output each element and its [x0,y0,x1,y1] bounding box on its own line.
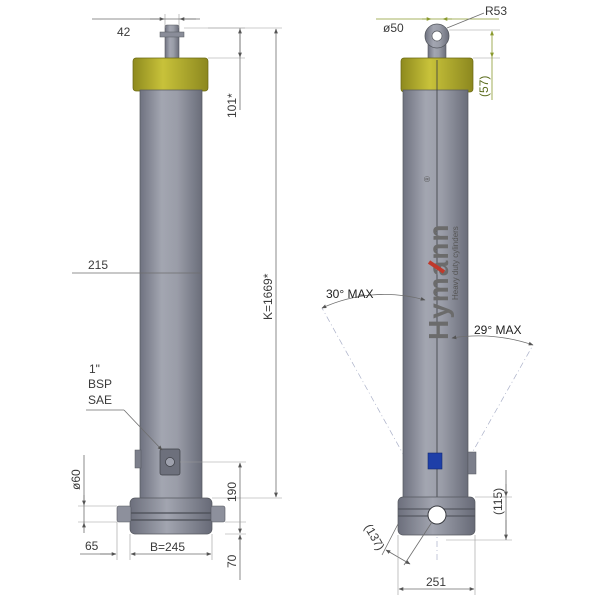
left-rod-stub [164,24,180,60]
dim-base-width: B=245 [150,540,185,554]
port-thread-sae: SAE [88,393,112,407]
dim-eye-radius: R53 [485,4,507,18]
brand-registered: ® [423,176,432,182]
right-side-lug [467,451,477,475]
left-mount-pin-left [116,505,132,523]
dim-body-diameter: 215 [88,258,108,272]
brand-tagline: Heavy duty cylinders [451,226,460,300]
left-base [129,497,213,535]
port-thread-bsp: BSP [88,377,112,391]
dim-head-height: 101* [225,93,239,118]
dim-total-length: K=1669* [261,273,275,320]
dim-rod-diameter: 42 [117,25,131,39]
right-base-pivot [427,505,447,525]
angle-right: 29° MAX [474,323,521,337]
brand-accent-slash [427,260,446,274]
left-cylinder-body [139,89,203,501]
dim-eye-diameter: ø50 [383,21,404,35]
left-side-lug [134,449,142,469]
right-port-blue [427,452,443,470]
dim-top-offset: (57) [477,76,491,97]
left-mount-pin-right [210,505,226,523]
left-rod-ring [159,31,185,38]
dim-base-height: 70 [225,554,239,568]
dim-diag: (137) [361,522,387,553]
angle-left: 30° MAX [326,287,373,301]
dim-mount-offset: 65 [85,539,99,553]
right-eye-hole [431,30,443,42]
dim-bottom-width: 251 [426,575,446,589]
dim-mount-diameter: ø60 [69,469,83,490]
dim-bottom-height: (115) [491,488,505,515]
right-view: Hymann Heavy duty cylinders ® ø50 R53 (5… [321,4,534,595]
left-port-hole [165,457,175,467]
left-collar [132,57,209,92]
port-size-label: 1" [89,362,100,376]
brand-name: Hymann [423,224,454,340]
dim-port-height: 190 [225,482,239,502]
left-view: 42 101* K=1669* 215 1" BSP SAE 190 ø6 [69,14,282,580]
right-cylinder-body [402,89,469,501]
